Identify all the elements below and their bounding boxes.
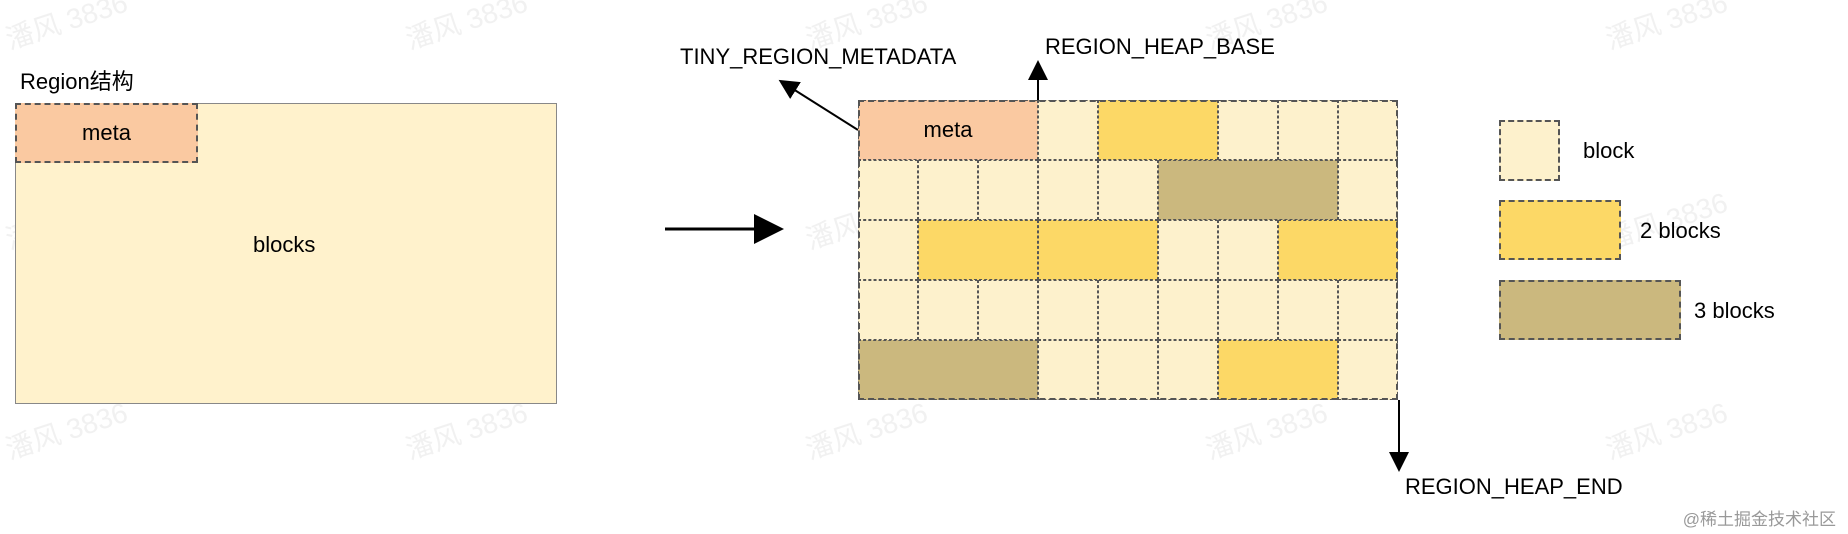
- grid-block-cell: [978, 160, 1038, 220]
- grid-block-cell: [1278, 100, 1338, 160]
- region-heap-end-label: REGION_HEAP_END: [1405, 474, 1623, 499]
- tiny-region-metadata-arrow: [778, 79, 859, 131]
- legend-two-blocks-swatch: [1499, 200, 1621, 260]
- grid-block-cell: [858, 160, 918, 220]
- grid-two-blocks-cell: [1038, 220, 1158, 280]
- grid-block-cell: [1338, 160, 1398, 220]
- region-meta-box: meta: [15, 103, 198, 163]
- grid-block-cell: [918, 280, 978, 340]
- legend-three-blocks-swatch: [1499, 280, 1681, 340]
- grid-block-cell: [1338, 100, 1398, 160]
- grid-block-cell: [1158, 280, 1218, 340]
- grid-block-cell: [858, 280, 918, 340]
- block-grid: meta: [858, 100, 1398, 400]
- grid-block-cell: [918, 160, 978, 220]
- region-structure-title: Region结构: [20, 69, 134, 94]
- grid-block-cell: [1278, 280, 1338, 340]
- grid-block-cell: [1098, 160, 1158, 220]
- grid-two-blocks-cell: [918, 220, 1038, 280]
- legend-block-swatch: [1499, 120, 1560, 181]
- grid-meta-label: meta: [923, 117, 973, 142]
- tiny-region-metadata-label: TINY_REGION_METADATA: [680, 44, 957, 69]
- grid-block-cell: [978, 280, 1038, 340]
- grid-three-blocks-cell: [858, 340, 1038, 400]
- grid-block-cell: [1038, 340, 1098, 400]
- grid-block-cell: [1158, 220, 1218, 280]
- grid-two-blocks-cell: [1278, 220, 1398, 280]
- grid-three-blocks-cell: [1158, 160, 1338, 220]
- grid-two-blocks-cell: [1098, 100, 1218, 160]
- grid-block-cell: [1218, 220, 1278, 280]
- grid-block-cell: [858, 220, 918, 280]
- grid-block-cell: [1038, 280, 1098, 340]
- grid-block-cell: [1218, 100, 1278, 160]
- grid-block-cell: [1338, 340, 1398, 400]
- grid-block-cell: [1098, 280, 1158, 340]
- grid-block-cell: [1098, 340, 1158, 400]
- legend-three-blocks-label: 3 blocks: [1694, 298, 1775, 323]
- legend-two-blocks-label: 2 blocks: [1640, 218, 1721, 243]
- grid-two-blocks-cell: [1218, 340, 1338, 400]
- grid-block-cell: [1038, 100, 1098, 160]
- region-meta-label: meta: [82, 120, 131, 145]
- grid-block-cell: [1218, 280, 1278, 340]
- grid-block-cell: [1338, 280, 1398, 340]
- grid-block-cell: [1038, 160, 1098, 220]
- grid-meta-cell: meta: [858, 100, 1038, 160]
- region-blocks-label: blocks: [253, 232, 316, 257]
- region-heap-base-label: REGION_HEAP_BASE: [1045, 34, 1275, 59]
- grid-block-cell: [1158, 340, 1218, 400]
- legend-block-label: block: [1583, 138, 1635, 163]
- footer-credit: @稀土掘金技术社区: [1682, 510, 1836, 529]
